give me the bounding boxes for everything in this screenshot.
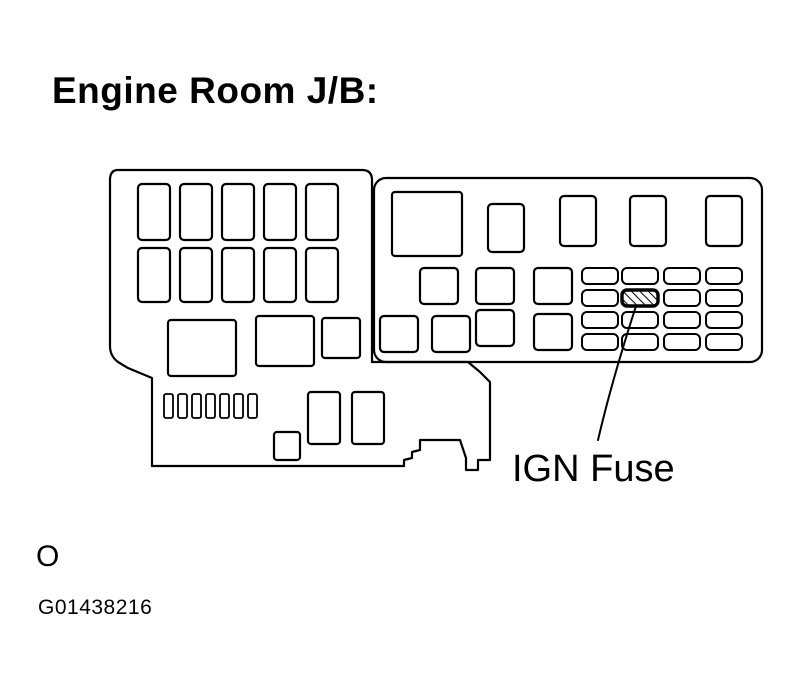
right-relay-a bbox=[486, 202, 526, 254]
ign-fuse-leader-line bbox=[597, 305, 637, 441]
right-block-7 bbox=[532, 312, 574, 352]
left-tall-relay-2 bbox=[350, 390, 386, 446]
right-block-3 bbox=[532, 266, 574, 306]
ign-fuse-label: IGN Fuse bbox=[512, 448, 675, 490]
left-large-relay-2 bbox=[254, 314, 316, 368]
left-large-relay-1 bbox=[166, 318, 238, 378]
left-top-relay-row bbox=[136, 182, 340, 242]
right-relay-c bbox=[628, 194, 668, 248]
right-block-2 bbox=[474, 266, 516, 306]
right-relay-d bbox=[704, 194, 744, 248]
diagram-title: Engine Room J/B: bbox=[52, 70, 379, 111]
left-small-block bbox=[272, 430, 302, 462]
circle-mark: O bbox=[36, 540, 60, 573]
right-block-6 bbox=[474, 308, 516, 348]
right-housing-outline bbox=[372, 176, 764, 364]
left-second-relay-row bbox=[136, 246, 340, 304]
fuse-grid bbox=[581, 267, 743, 351]
ign-fuse bbox=[620, 288, 660, 308]
figure-id: G01438216 bbox=[38, 596, 153, 619]
mini-fuse-row bbox=[163, 393, 258, 419]
right-block-4 bbox=[378, 314, 420, 354]
left-large-relay-3 bbox=[320, 316, 362, 360]
right-block-1 bbox=[418, 266, 460, 306]
right-relay-b bbox=[558, 194, 598, 248]
right-block-5 bbox=[430, 314, 472, 354]
left-tall-relay-1 bbox=[306, 390, 342, 446]
right-main-relay bbox=[390, 190, 464, 258]
left-housing-outline bbox=[108, 168, 492, 472]
